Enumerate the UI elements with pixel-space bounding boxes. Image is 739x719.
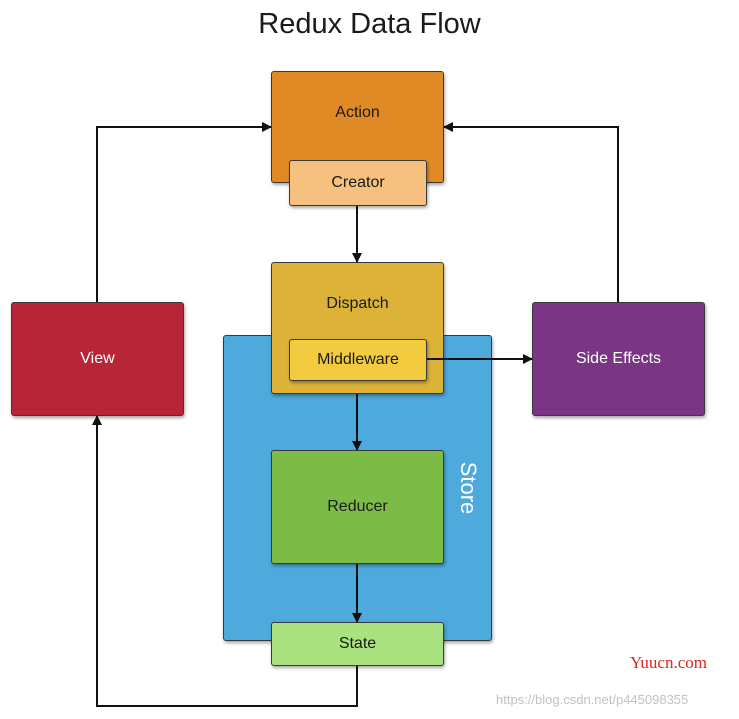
arrow-state-to-view: [92, 415, 358, 707]
state-label: State: [338, 635, 377, 652]
reducer-node: Reducer: [271, 450, 444, 564]
reducer-label: Reducer: [327, 498, 388, 515]
dispatch-label: Dispatch: [326, 295, 389, 312]
state-node: State: [271, 622, 444, 666]
view-node: View: [11, 302, 184, 416]
arrow-side-effects-to-action: [443, 122, 619, 302]
middleware-label: Middleware: [317, 351, 399, 368]
creator-node: Creator: [289, 160, 427, 206]
side-effects-node: Side Effects: [532, 302, 705, 416]
creator-label: Creator: [331, 174, 385, 191]
diagram-title: Redux Data Flow: [258, 8, 481, 40]
side-effects-label: Side Effects: [575, 350, 662, 367]
middleware-node: Middleware: [289, 339, 427, 381]
action-label: Action: [335, 104, 380, 121]
view-label: View: [80, 350, 115, 367]
arrow-view-to-action: [96, 122, 272, 302]
brand-watermark: Yuucn.com: [630, 653, 707, 672]
url-watermark: https://blog.csdn.net/p445098355: [496, 692, 689, 707]
